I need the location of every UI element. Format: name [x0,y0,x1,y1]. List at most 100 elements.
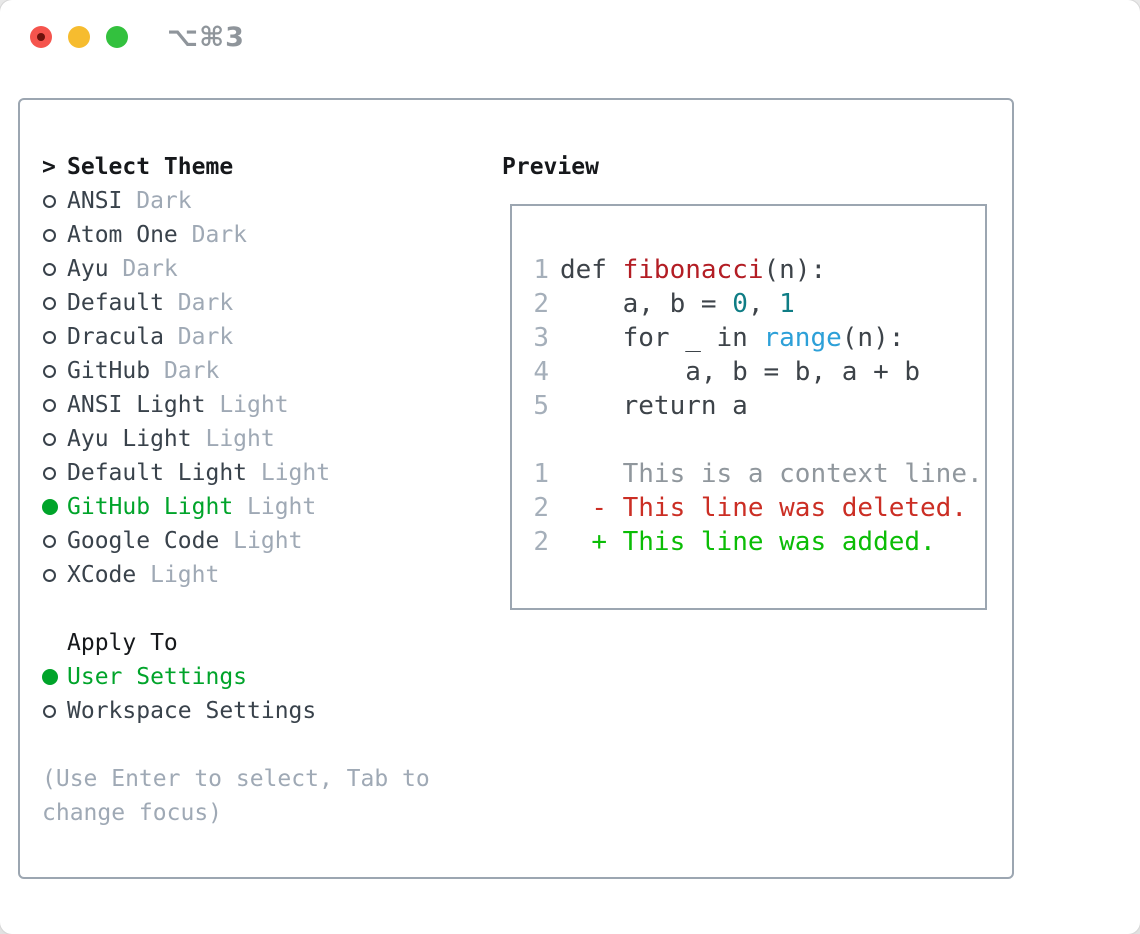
theme-option[interactable]: Ayu Light Light [42,422,492,456]
theme-option[interactable]: Default Light Light [42,456,492,490]
line-number: 5 [533,391,549,421]
code-token: fibonacci [622,255,764,285]
option-variant-label: Light [136,562,220,588]
theme-option[interactable]: Default Dark [42,286,492,320]
radio-outline [43,534,56,548]
hint-text-line: (Use Enter to select, Tab to [42,766,430,792]
option-variant-label: Dark [177,222,248,248]
option-variant-label: Dark [150,358,220,384]
code-token: range [763,323,842,353]
option-label: Google Code [67,528,220,554]
radio-icon[interactable] [42,296,67,310]
radio-outline [43,262,56,276]
radio-outline [43,398,56,412]
code-line-content: a, b = b, a + b [560,357,920,387]
theme-option[interactable]: ANSI Dark [42,184,492,218]
code-line: 5 return a [532,389,985,423]
option-label: Default Light [67,460,248,486]
theme-option[interactable]: GitHub Light Light [42,490,492,524]
radio-icon[interactable] [42,568,67,582]
theme-option[interactable]: Dracula Dark [42,320,492,354]
code-line: 4 a, b = b, a + b [532,355,985,389]
radio-icon[interactable] [42,534,67,548]
radio-icon[interactable] [42,262,67,276]
apply-option[interactable]: User Settings [42,660,492,694]
radio-selected-dot [42,669,58,685]
theme-option[interactable]: XCode Light [42,558,492,592]
option-label: Atom One [67,222,178,248]
theme-option[interactable]: Google Code Light [42,524,492,558]
spacer [42,592,492,626]
option-variant-label: Dark [163,290,234,316]
code-token: a, b = [560,289,733,319]
radio-outline [43,364,56,378]
code-line [532,423,985,457]
option-label: Dracula [67,324,164,350]
code-token: - This line was deleted. [591,493,967,523]
code-line-content: def fibonacci(n): [560,255,826,285]
code-token: , [747,289,780,319]
option-variant-label: Dark [108,256,178,282]
radio-selected-dot [42,499,58,515]
radio-icon[interactable] [42,228,67,242]
radio-icon[interactable] [42,364,67,378]
close-button[interactable] [30,26,52,48]
radio-icon[interactable] [42,704,67,718]
option-variant-label: Dark [122,188,192,214]
code-line-content: a, b = 0, 1 [560,289,795,319]
apply-to-title: Apply To [67,630,178,656]
option-variant-label: Light [205,392,289,418]
code-token: return a [560,391,748,421]
option-variant-label: Light [191,426,275,452]
radio-selected-icon[interactable] [42,499,67,515]
preview-title: Preview [502,154,599,180]
line-number: 2 [533,493,549,523]
theme-option[interactable]: GitHub Dark [42,354,492,388]
option-variant-label: Dark [163,324,234,350]
radio-outline [43,568,56,582]
code-token [560,493,591,523]
code-token: 0 [732,289,748,319]
line-number: 2 [533,289,549,319]
select-theme-title: Select Theme [67,154,234,180]
radio-icon[interactable] [42,432,67,446]
apply-to-header: Apply To [42,626,492,660]
radio-outline [43,228,56,242]
theme-option[interactable]: Ayu Dark [42,252,492,286]
theme-option[interactable]: ANSI Light Light [42,388,492,422]
code-token: a, b = b, a + b [560,357,921,387]
spacer [42,728,492,762]
option-label: GitHub Light [67,494,234,520]
option-label: GitHub [67,358,151,384]
code-line: 2 - This line was deleted. [532,491,985,525]
radio-icon[interactable] [42,466,67,480]
code-line-content: return a [560,391,748,421]
code-line-content: + This line was added. [560,527,936,557]
theme-option[interactable]: Atom One Dark [42,218,492,252]
option-label: ANSI [67,188,123,214]
minimize-button[interactable] [68,26,90,48]
code-token: def [560,255,623,285]
radio-icon[interactable] [42,330,67,344]
line-number: 1 [533,255,549,285]
radio-outline [43,330,56,344]
option-variant-label: Light [233,494,317,520]
prompt-caret-icon: > [42,154,56,180]
code-token: for _ in [560,323,764,353]
zoom-button[interactable] [106,26,128,48]
code-token: 1 [779,289,795,319]
radio-selected-icon[interactable] [42,669,67,685]
option-label: XCode [67,562,137,588]
apply-option[interactable]: Workspace Settings [42,694,492,728]
code-token: (n): [841,323,905,353]
radio-icon[interactable] [42,194,67,208]
radio-icon[interactable] [42,398,67,412]
code-token: + This line was added. [591,527,936,557]
option-label: ANSI Light [67,392,206,418]
